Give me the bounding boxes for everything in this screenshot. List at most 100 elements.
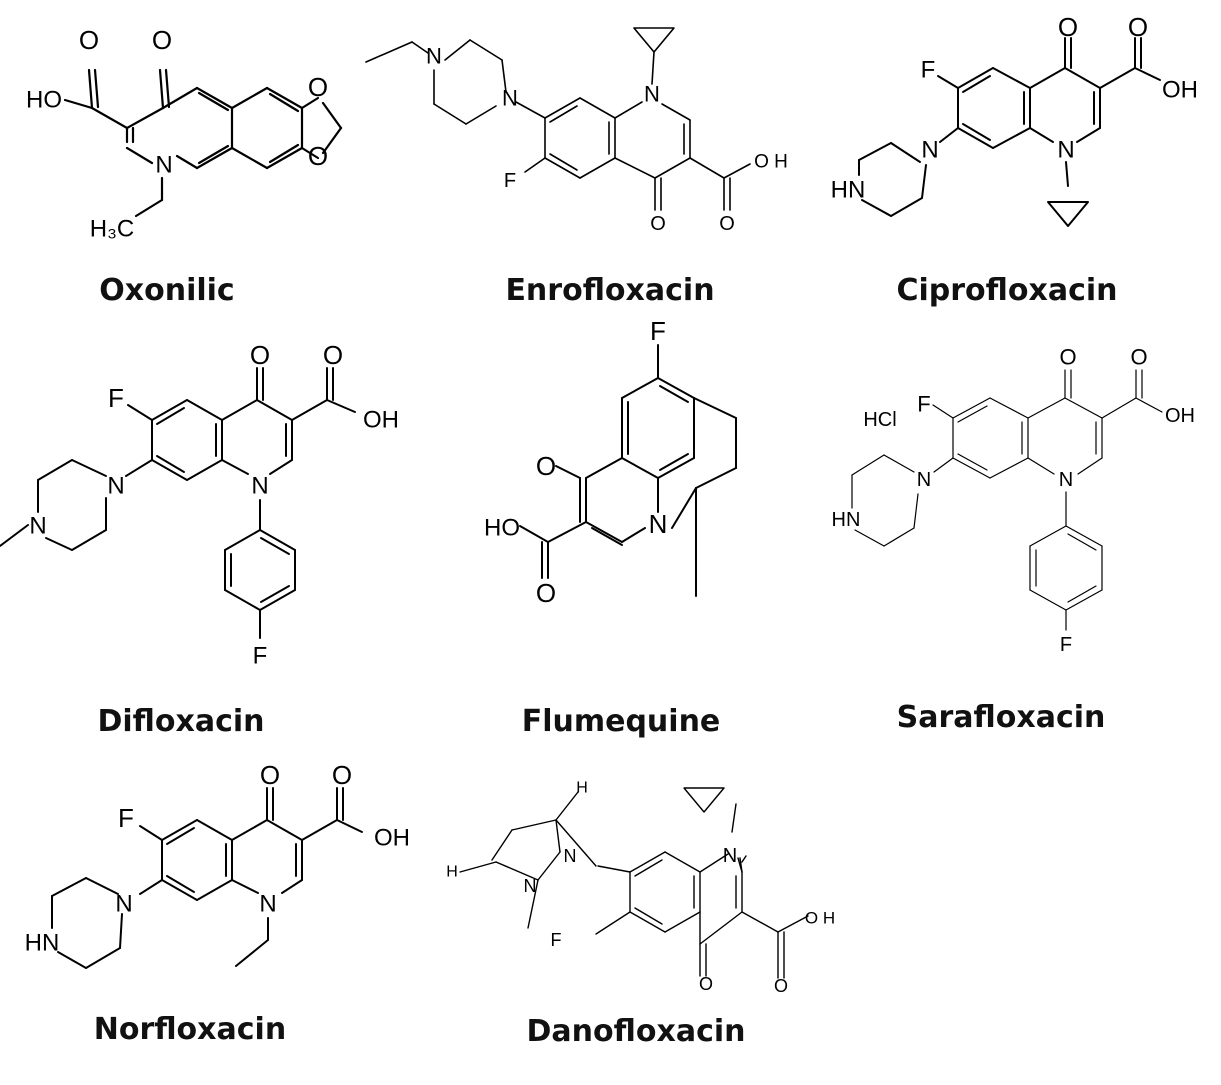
atom-label: OH: [363, 407, 399, 434]
bond: [555, 791, 579, 821]
bond: [883, 527, 915, 547]
bond: [197, 144, 230, 165]
atom-label: N: [155, 152, 172, 179]
bond: [519, 525, 549, 543]
atom-label: HO: [26, 87, 62, 114]
bond: [196, 819, 233, 841]
atom-label: N: [921, 137, 938, 164]
bond: [469, 39, 503, 61]
atom-label: HN: [831, 177, 866, 204]
compound-name-enrofloxacin: Enrofloxacin: [505, 273, 715, 308]
compound-name-danofloxacin: Danofloxacin: [526, 1014, 746, 1049]
bond-path: [633, 27, 675, 53]
bond: [989, 397, 1029, 419]
bond: [723, 163, 751, 179]
bond: [693, 397, 737, 419]
bond: [629, 911, 666, 933]
bond: [585, 457, 623, 479]
bond: [952, 397, 991, 419]
bond: [651, 51, 655, 85]
bond: [579, 157, 616, 179]
bond: [1067, 533, 1097, 551]
bond: [256, 399, 293, 421]
bond: [621, 527, 646, 543]
bond: [459, 861, 497, 873]
bond: [921, 164, 927, 199]
bond: [890, 197, 923, 217]
bond: [962, 123, 991, 141]
atom-label: N: [107, 473, 124, 500]
bond: [291, 399, 328, 421]
bond: [549, 153, 578, 171]
atom-label: HO: [484, 515, 520, 542]
atom-label: N: [524, 876, 537, 896]
atom-label: O: [260, 760, 280, 790]
bond: [161, 879, 198, 901]
bond: [957, 405, 988, 423]
bond: [156, 407, 185, 425]
bond: [1077, 457, 1103, 475]
bond: [71, 529, 107, 551]
atom-label: N: [917, 469, 931, 491]
bond: [544, 97, 581, 119]
atom-label: N: [564, 846, 577, 866]
atom-label: O: [1058, 12, 1078, 42]
bond: [433, 103, 467, 125]
bond: [151, 459, 188, 481]
bond: [544, 157, 581, 179]
atom-label: O: [250, 340, 270, 370]
bond: [1065, 589, 1103, 611]
bond: [699, 853, 729, 873]
bond: [71, 459, 107, 477]
bond: [858, 142, 892, 161]
atom-label: HN: [25, 930, 60, 957]
bond: [1029, 525, 1067, 547]
bond: [444, 39, 471, 61]
compound-name-flumequine: Flumequine: [521, 704, 721, 739]
atom-label: F: [921, 57, 936, 84]
bond: [57, 951, 87, 969]
bond: [231, 819, 268, 841]
bond: [664, 851, 701, 873]
bond: [127, 404, 153, 421]
bond: [1027, 457, 1055, 475]
bond: [689, 157, 725, 179]
bond: [336, 819, 363, 833]
atom-label: N: [1059, 469, 1073, 491]
bond: [555, 465, 581, 479]
bond: [90, 106, 129, 130]
atom-label: HN: [832, 509, 861, 531]
bond: [197, 91, 230, 112]
bond: [1065, 161, 1069, 187]
bond: [495, 861, 539, 881]
atom-label: O: [719, 213, 735, 235]
atom-label: O: [79, 25, 99, 55]
bond: [883, 454, 915, 473]
compound-name-oxonilic: Oxonilic: [99, 273, 235, 308]
bond: [861, 199, 892, 217]
bond: [737, 857, 743, 873]
atom-label: O: [536, 451, 556, 481]
bond: [125, 459, 153, 477]
atom-label: N: [649, 509, 668, 539]
bond: [195, 86, 234, 110]
bond: [268, 143, 300, 164]
atom-label: OH: [1162, 77, 1198, 104]
bond: [591, 527, 623, 546]
atom-label: H: [446, 864, 458, 881]
bond: [614, 101, 643, 119]
bond: [221, 399, 258, 421]
bond: [1099, 67, 1136, 89]
bond: [1067, 585, 1097, 603]
atom-label: O: [308, 72, 328, 102]
bond: [139, 879, 163, 895]
bond: [156, 455, 185, 473]
bond: [937, 75, 959, 89]
bond: [657, 457, 695, 479]
bond: [634, 859, 663, 877]
